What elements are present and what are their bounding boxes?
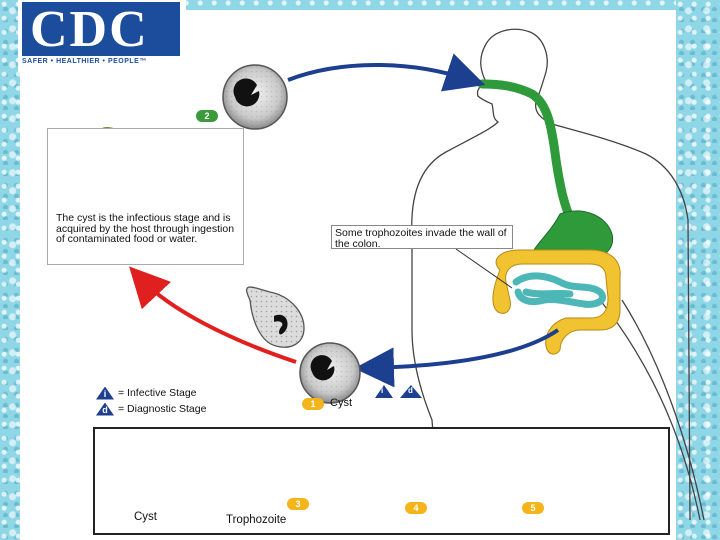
legend-diagnostic: d = Diagnostic Stage [96, 401, 206, 417]
cdc-logo-text: CDC [30, 1, 149, 58]
cyst-bottom [299, 342, 361, 404]
legend-infective: i = Infective Stage [96, 385, 206, 401]
cycle-box [93, 427, 670, 535]
small-intestine [512, 272, 607, 308]
fruit-box-caption: The cyst is the infectious stage and is … [56, 212, 235, 245]
water-border-left [0, 0, 20, 540]
colon [492, 249, 621, 355]
step-3-badge: 3 [287, 498, 309, 510]
exit-badge-i: i [381, 386, 384, 395]
step-2-badge: 2 [196, 110, 218, 122]
cycle-trophozoite-label: Trophozoite [226, 514, 287, 526]
fruit-box: The cyst is the infectious stage and is … [47, 128, 244, 265]
colon-callout: Some trophozoites invade the wall of the… [331, 225, 513, 250]
water-border-top [0, 0, 720, 10]
cdc-tagline: SAFER • HEALTHIER • PEOPLE™ [22, 58, 147, 65]
step-1-badge: 1 [302, 398, 324, 410]
cdc-logo: CDC SAFER • HEALTHIER • PEOPLE™ [18, 0, 186, 72]
step-4-badge: 4 [405, 502, 427, 514]
water-border-right [676, 0, 720, 540]
legend-diagnostic-label: = Diagnostic Stage [118, 403, 207, 415]
stage-legend: i = Infective Stage d = Diagnostic Stage [96, 385, 206, 417]
callout-pointer [455, 248, 513, 289]
exit-badges [375, 385, 422, 398]
cdc-logo-box: CDC [22, 1, 180, 58]
exit-badge-d: d [408, 386, 413, 395]
legend-infective-label: = Infective Stage [118, 387, 197, 399]
infective-stage-icon: i [96, 386, 114, 400]
diagnostic-stage-icon: d [96, 402, 114, 416]
step-1-label: Cyst [330, 397, 352, 409]
cycle-cyst-label: Cyst [134, 511, 157, 523]
cyst-top [222, 64, 288, 130]
step-5-badge: 5 [522, 502, 544, 514]
arrow-to-fruit [129, 266, 297, 364]
trophozoite-middle [246, 286, 305, 348]
arrow-to-mouth [287, 53, 486, 92]
arrow-from-colon [354, 328, 560, 388]
